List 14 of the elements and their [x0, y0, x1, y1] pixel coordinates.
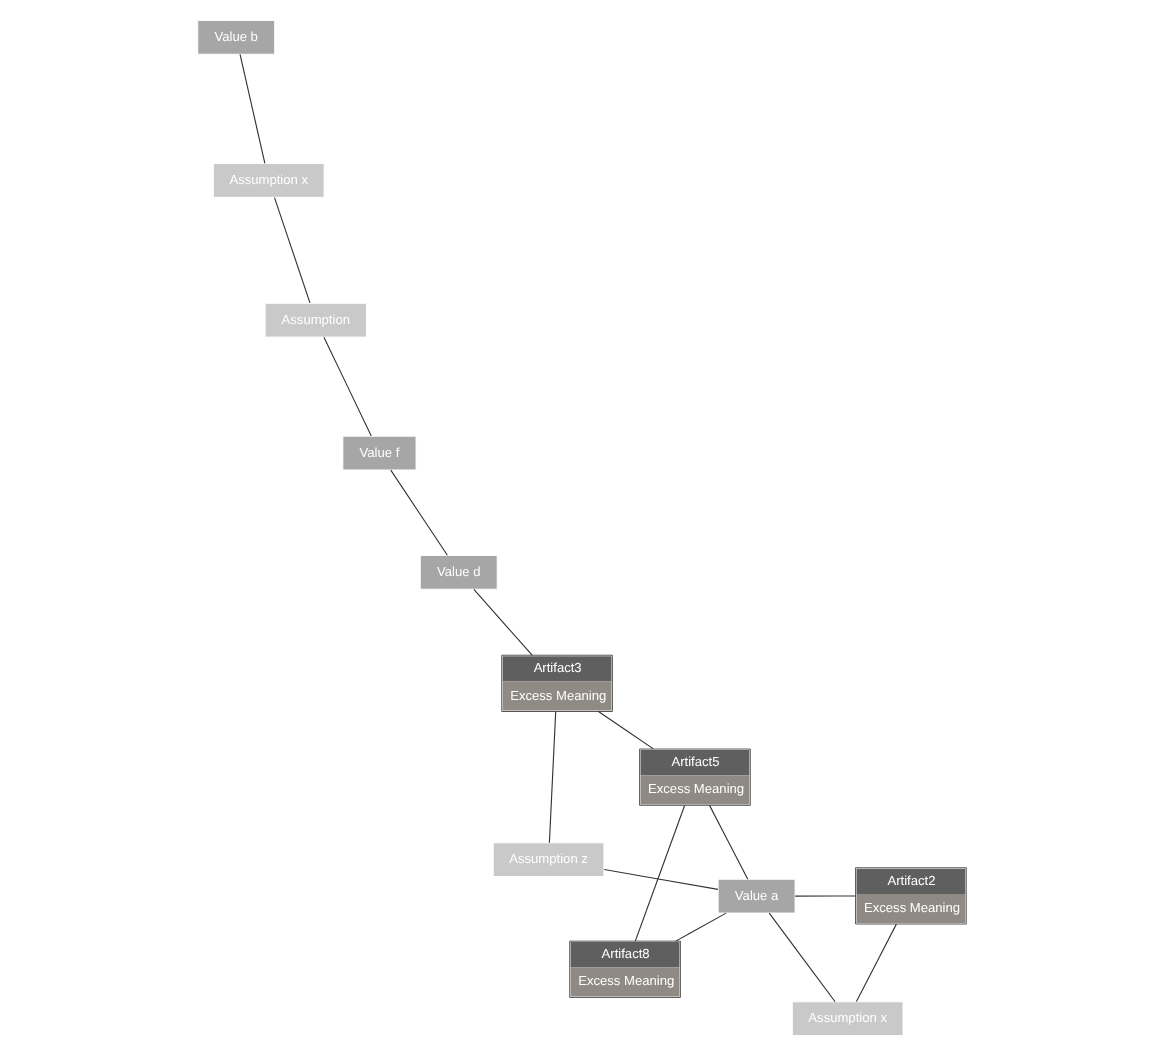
- connector: [390, 469, 448, 556]
- connector: [855, 923, 897, 1003]
- connector: [634, 804, 686, 942]
- connector: [794, 895, 856, 897]
- connector: [597, 710, 654, 750]
- connector: [239, 53, 266, 165]
- connector: [768, 912, 836, 1003]
- connector: [675, 912, 727, 942]
- connector: [473, 588, 533, 656]
- connector: [323, 336, 372, 437]
- connector: [709, 804, 749, 880]
- connector: [273, 197, 311, 304]
- connector: [548, 711, 557, 844]
- connector: [603, 868, 719, 890]
